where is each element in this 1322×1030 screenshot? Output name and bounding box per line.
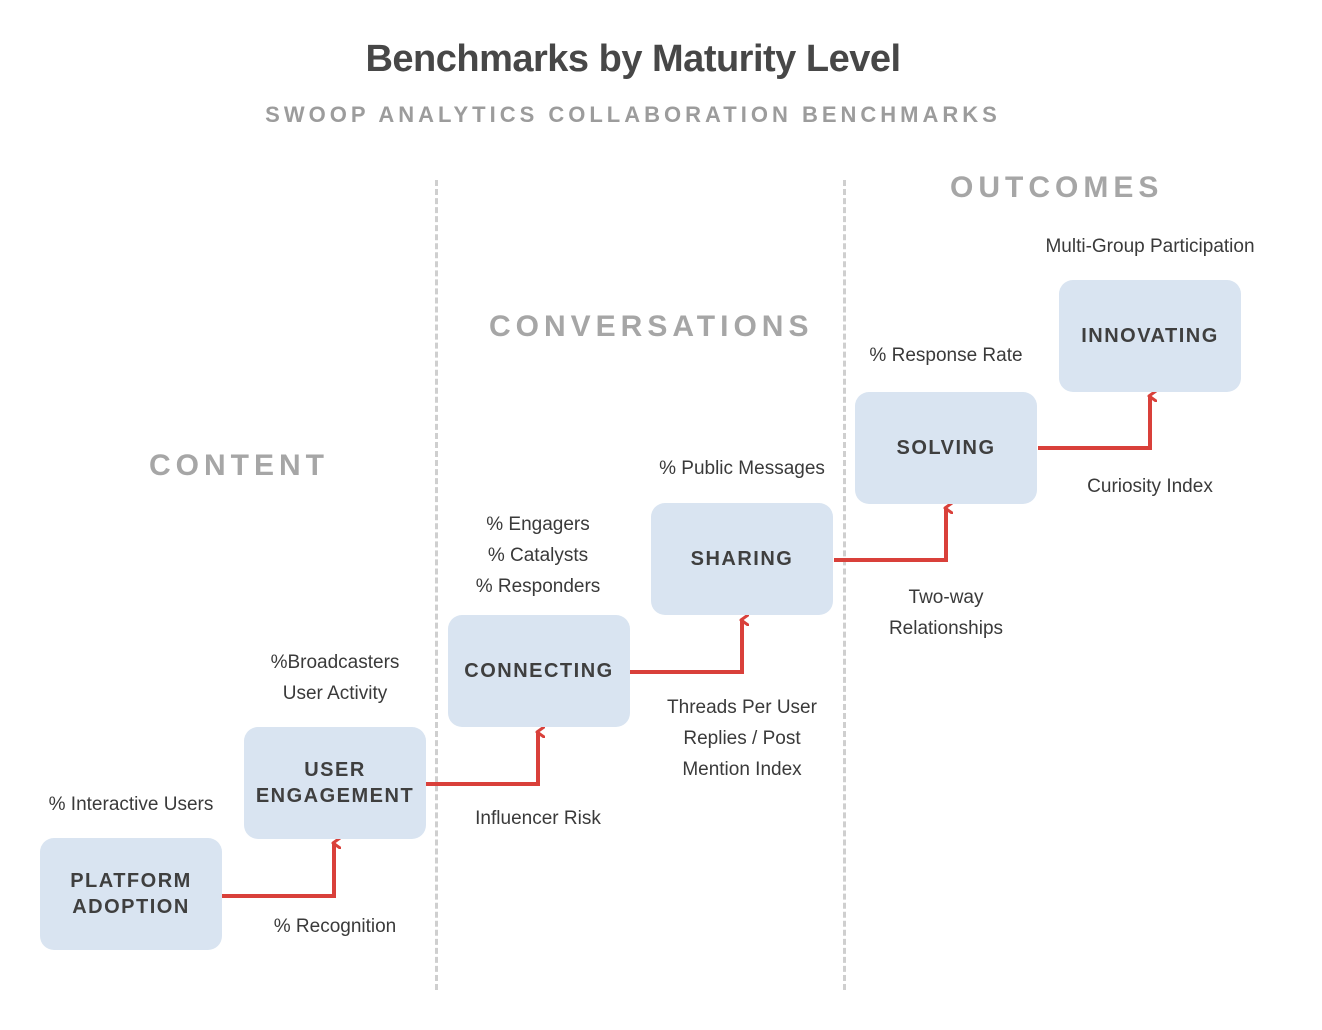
label-threads-replies-mention: Threads Per User Replies / Post Mention … [667,697,817,780]
arrow-solving-to-innovating [1038,396,1150,450]
label-recognition: % Recognition [273,916,397,937]
arrow-connecting-to-sharing [630,620,742,674]
arrow-adoption-to-engagement [222,843,334,898]
arrow-engagement-to-connecting [426,732,538,786]
stage-solving: SOLVING [855,392,1037,504]
arrow-sharing-to-solving [834,508,946,562]
label-influencer-risk: Influencer Risk [475,808,601,829]
section-content: CONTENT [149,449,329,482]
divider-content-conversations [435,180,438,990]
label-engagers-catalysts-responders: % Engagers % Catalysts % Responders [475,514,601,597]
label-curiosity-index: Curiosity Index [1087,476,1213,497]
stage-connecting: CONNECTING [448,615,630,727]
divider-conversations-outcomes [843,180,846,990]
stage-sharing: SHARING [651,503,833,615]
section-outcomes: OUTCOMES [950,171,1164,204]
label-response-rate: % Response Rate [869,345,1023,366]
diagram-title: Benchmarks by Maturity Level [365,38,901,80]
label-interactive-users: % Interactive Users [48,794,214,815]
diagram-subtitle: SWOOP ANALYTICS COLLABORATION BENCHMARKS [265,102,1001,127]
stage-user-engagement: USER ENGAGEMENT [244,727,426,839]
label-two-way-relationships: Two-way Relationships [888,587,1004,639]
label-multi-group-participation: Multi-Group Participation [1045,236,1255,257]
label-broadcasters-user-activity: %Broadcasters User Activity [270,652,400,704]
section-conversations: CONVERSATIONS [489,310,814,343]
stage-innovating: INNOVATING [1059,280,1241,392]
label-public-messages: % Public Messages [659,458,825,479]
stage-platform-adoption: PLATFORM ADOPTION [40,838,222,950]
